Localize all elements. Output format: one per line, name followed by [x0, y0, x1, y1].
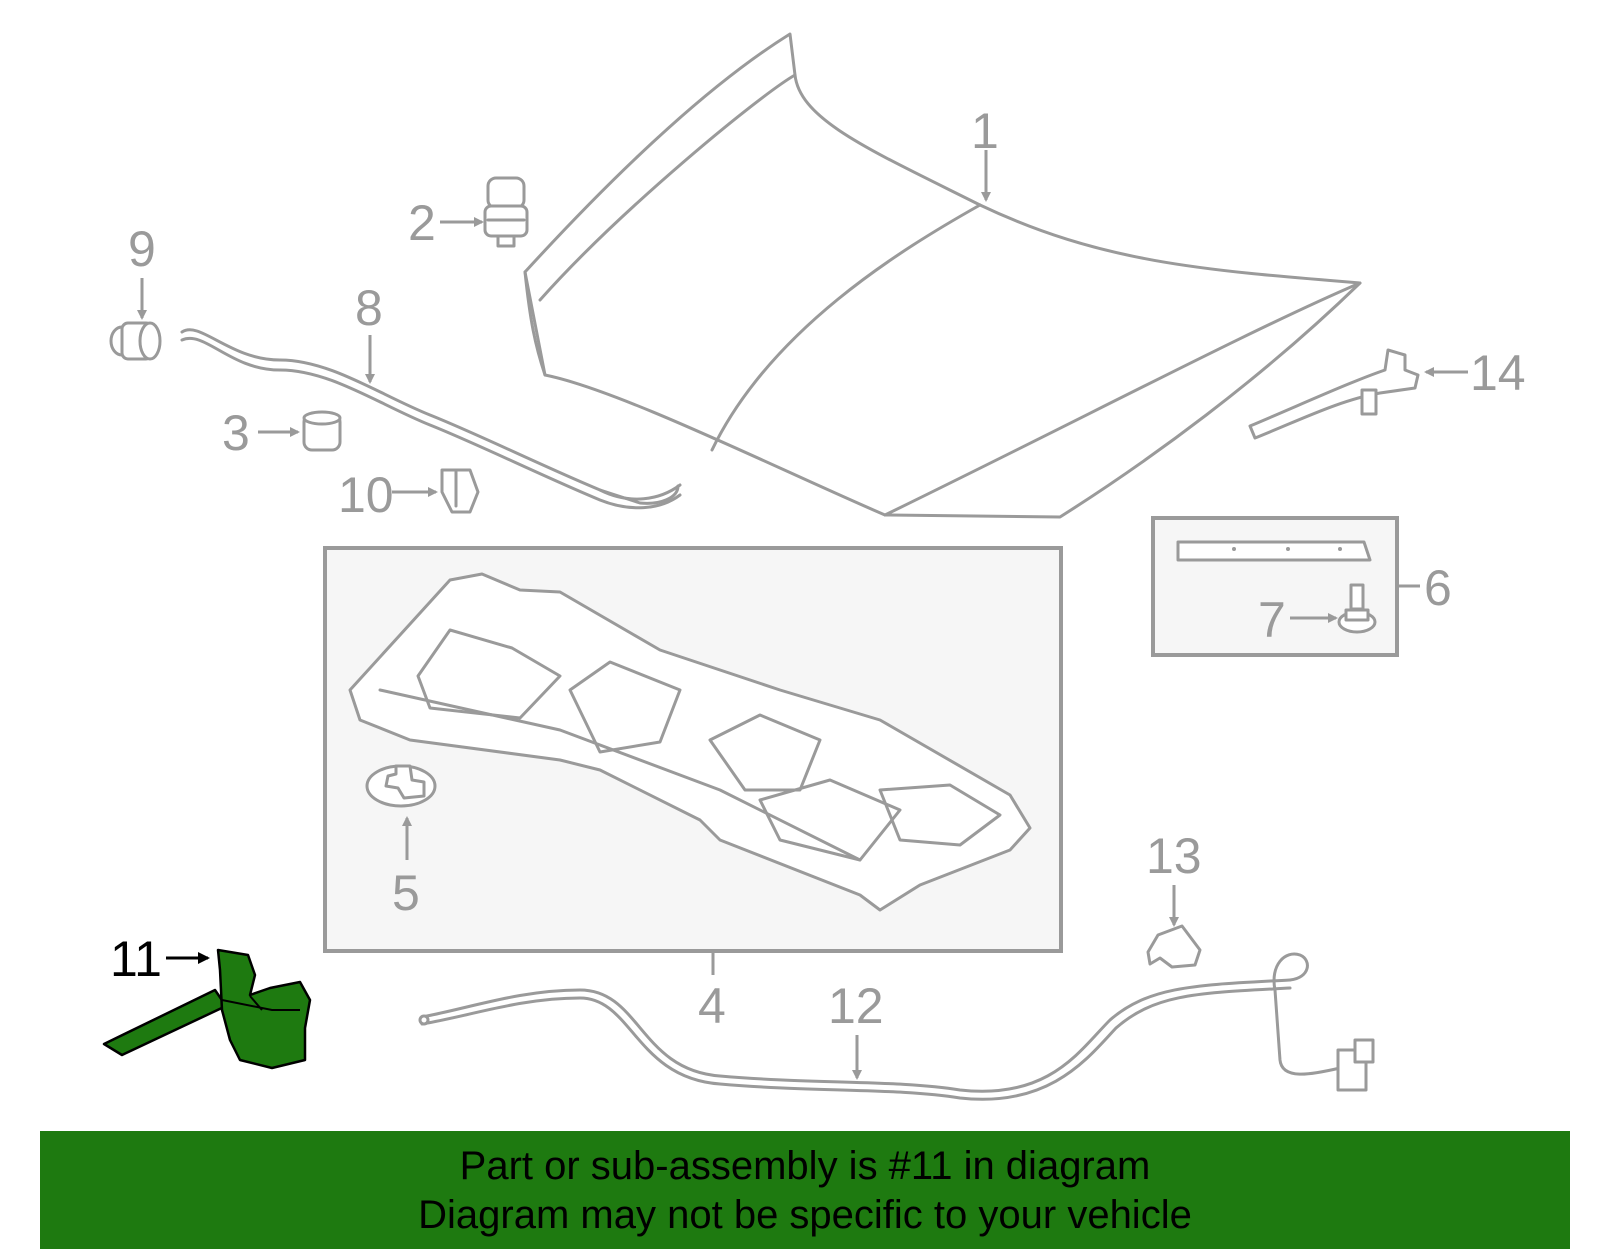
callout-6: 6 [1424, 560, 1452, 616]
callout-13: 13 [1146, 828, 1202, 884]
callout-9: 9 [128, 221, 156, 277]
callout-11: 11 [110, 931, 162, 987]
banner-line-disclaimer: Diagram may not be specific to your vehi… [418, 1193, 1192, 1237]
insulator-part [348, 572, 1032, 912]
callout-7: 7 [1258, 592, 1286, 648]
callout-2: 2 [408, 195, 436, 251]
callout-14: 14 [1470, 345, 1526, 401]
bumper-part [483, 176, 529, 248]
retainer-part [365, 764, 437, 808]
plug-part [109, 321, 162, 361]
hood-part [523, 32, 1362, 519]
release-cable-part [418, 952, 1375, 1101]
callout-1: 1 [971, 103, 999, 159]
hood-latch-part [102, 948, 312, 1070]
weatherstrip-part [1176, 540, 1372, 562]
callout-5: 5 [392, 865, 420, 921]
callout-3: 3 [222, 405, 250, 461]
callout-4: 4 [698, 978, 726, 1034]
support-rod-part [180, 328, 682, 510]
grommet-part [302, 410, 342, 452]
screw-part [1337, 583, 1377, 634]
hinge-part [1248, 348, 1420, 440]
banner-line-part-number: Part or sub-assembly is #11 in diagram [459, 1144, 1151, 1188]
callout-8: 8 [355, 280, 383, 336]
callout-12: 12 [828, 978, 884, 1034]
callout-10: 10 [338, 467, 394, 523]
holder-part [1146, 924, 1202, 969]
info-banner: Part or sub-assembly is #11 in diagram D… [40, 1131, 1570, 1249]
clip-part [440, 468, 480, 514]
